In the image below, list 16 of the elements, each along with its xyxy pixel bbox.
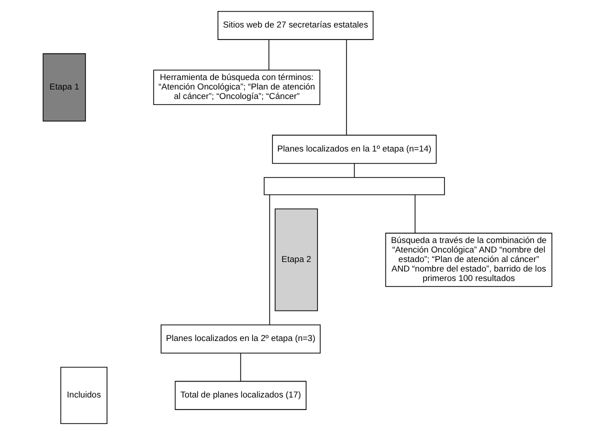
connector xyxy=(268,39,270,70)
connector xyxy=(414,194,416,234)
node-box: Etapa 1 xyxy=(42,53,86,122)
node-box: Incluidos xyxy=(60,366,108,424)
node-box: Sitios web de 27 secretarías estatales xyxy=(218,10,374,40)
connector xyxy=(354,163,355,178)
connector xyxy=(240,352,242,382)
node-box xyxy=(264,177,445,196)
node-box: Búsqueda a través de la combinación de “Atención Oncológica” AND “nombre del estado”; “Plan de atención al cáncer” AND “nombre del estado”, barrido de los primeros 100 resultados xyxy=(385,232,552,287)
node-box: Total de planes localizados (17) xyxy=(174,380,307,410)
node-box: Planes localizados en la 1º etapa (n=14) xyxy=(272,134,437,164)
node-box: Etapa 2 xyxy=(274,208,318,312)
node-box: Planes localizados en la 2º etapa (n=3) xyxy=(160,324,321,354)
node-box: Herramienta de búsqueda con términos: “Atención Oncológica”; “Plan de atención al cáncer”; “Oncología”; “Cáncer” xyxy=(153,70,320,106)
connector xyxy=(269,194,270,326)
connector xyxy=(346,39,347,136)
